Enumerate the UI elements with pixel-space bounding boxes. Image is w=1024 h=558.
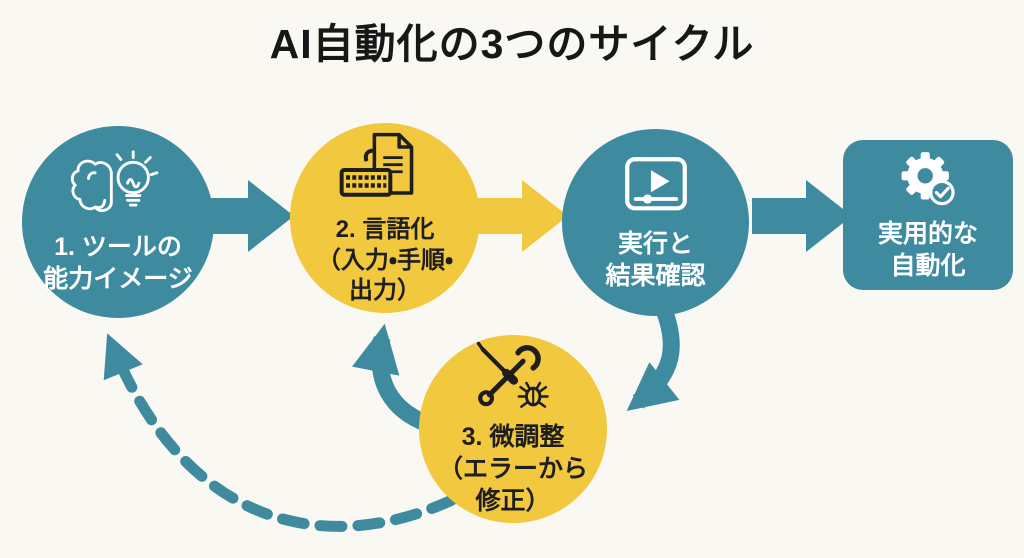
arrow-step3-run-to-step3-tune (626, 301, 680, 411)
node-result-label-line2: 自動化 (890, 252, 966, 280)
node-step2-label: 2. 言語化 （入力・手順・ 出力） (317, 215, 453, 307)
node-step1-tool-capability: 1. ツールの 能力イメージ (22, 126, 214, 318)
node-step3-run-and-check: 実行と 結果確認 (562, 129, 749, 316)
arrow-step3-run-to-result (752, 180, 852, 252)
node-step3-run-label-line2: 結果確認 (605, 261, 706, 290)
node-step1-label: 1. ツールの 能力イメージ (43, 231, 193, 295)
arrow-step2-to-step3-run (476, 180, 568, 252)
video-player-icon (624, 156, 687, 210)
node-step3-run-label: 実行と 結果確認 (605, 228, 705, 292)
brain-lightbulb-icon (70, 150, 159, 213)
node-step1-label-line2: 能力イメージ (43, 265, 193, 293)
node-step3-run-label-line1: 実行と (617, 229, 693, 258)
node-step2-label-line3: 出力） (348, 277, 421, 305)
node-result-practical-automation: 実用的な 自動化 (843, 140, 1013, 290)
node-result-label: 実用的な 自動化 (878, 218, 978, 282)
node-step3-tune-label-line2: （エラーから (437, 455, 588, 483)
node-step3-tune-label-line3: 修正） (475, 487, 551, 515)
wrench-screwdriver-bug-icon (476, 341, 549, 408)
node-step2-label-line1: 2. 言語化 (335, 215, 435, 243)
node-step1-label-line1: 1. ツールの (54, 233, 182, 261)
node-result-label-line1: 実用的な (877, 220, 978, 248)
node-step3-fine-tuning: 3. 微調整 （エラーから 修正） (419, 335, 607, 523)
node-step3-tune-label-line1: 3. 微調整 (461, 423, 565, 451)
arrow-step1-to-step2 (204, 180, 294, 252)
node-step3-tune-label: 3. 微調整 （エラーから 修正） (438, 421, 588, 517)
arrow-step3-tune-to-step2 (352, 323, 432, 432)
diagram-title: AI自動化の3つのサイクル (269, 21, 755, 67)
arrow-step3-tune-to-step1-dashed (103, 333, 458, 532)
keyboard-document-icon (339, 132, 414, 197)
node-step2-verbalization: 2. 言語化 （入力・手順・ 出力） (290, 123, 480, 313)
gear-check-icon (901, 152, 955, 206)
node-step2-label-line2: （入力・手順・ (316, 246, 454, 274)
